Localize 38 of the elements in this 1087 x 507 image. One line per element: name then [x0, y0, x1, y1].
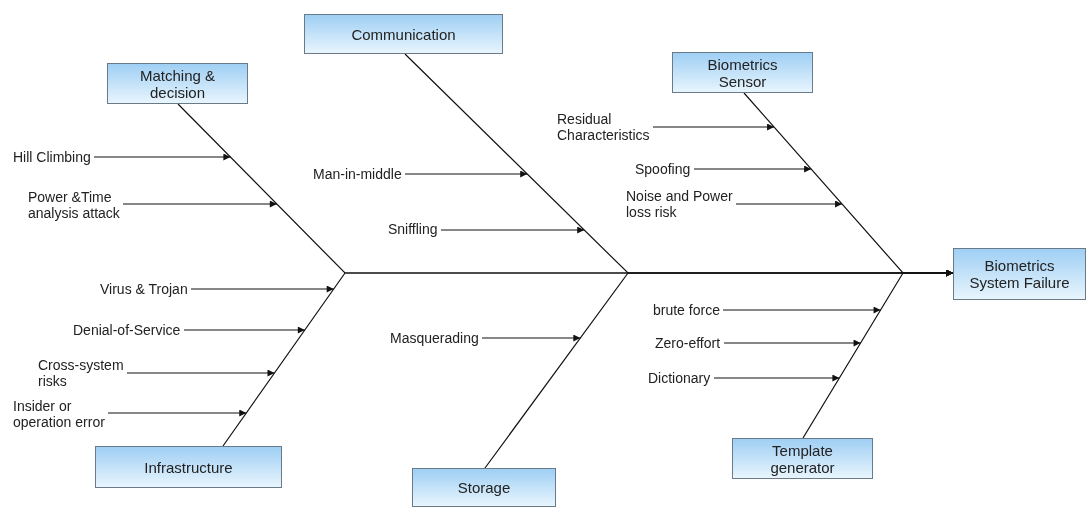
cause-arrow [93, 153, 231, 161]
cause-text: Denial-of-Service [73, 322, 182, 338]
fishbone-arrow [802, 269, 954, 439]
cause-arrow [440, 226, 585, 234]
cause-text: Man-in-middle [313, 166, 403, 182]
cause-arrow [713, 374, 840, 382]
cause-arrow [735, 200, 843, 208]
cause-text: Hill Climbing [13, 149, 92, 165]
cause-text: Power &Time analysis attack [28, 189, 121, 221]
cause-text: Noise and Power loss risk [626, 188, 734, 220]
cause-arrow [693, 165, 812, 173]
cause-text: Virus & Trojan [100, 281, 189, 297]
category-box: Communication [304, 14, 503, 54]
cause-arrow [723, 339, 862, 347]
category-box: Biometrics Sensor [672, 52, 813, 93]
cause-arrow [652, 123, 775, 131]
effect-box: Biometrics System Failure [953, 248, 1086, 300]
cause-arrow [122, 200, 278, 208]
cause-text: Cross-system risks [38, 357, 125, 389]
cause-arrow [481, 334, 581, 342]
category-box: Matching & decision [107, 63, 248, 104]
cause-arrow [183, 326, 306, 334]
cause-arrow [126, 369, 276, 377]
cause-text: Insider or operation error [13, 398, 106, 430]
category-box: Infrastructure [95, 446, 282, 488]
cause-text: Residual Characteristics [557, 111, 651, 143]
cause-text: Spoofing [635, 161, 692, 177]
category-box: Storage [412, 468, 556, 507]
cause-arrow [722, 306, 882, 314]
cause-arrow [404, 170, 528, 178]
cause-text: Sniffling [388, 221, 439, 237]
cause-text: brute force [653, 302, 721, 318]
cause-text: Masquerading [390, 330, 480, 346]
cause-arrow [107, 409, 247, 417]
cause-text: Zero-effort [655, 335, 722, 351]
category-box: Template generator [732, 438, 873, 479]
cause-text: Dictionary [648, 370, 712, 386]
cause-arrow [190, 285, 335, 293]
